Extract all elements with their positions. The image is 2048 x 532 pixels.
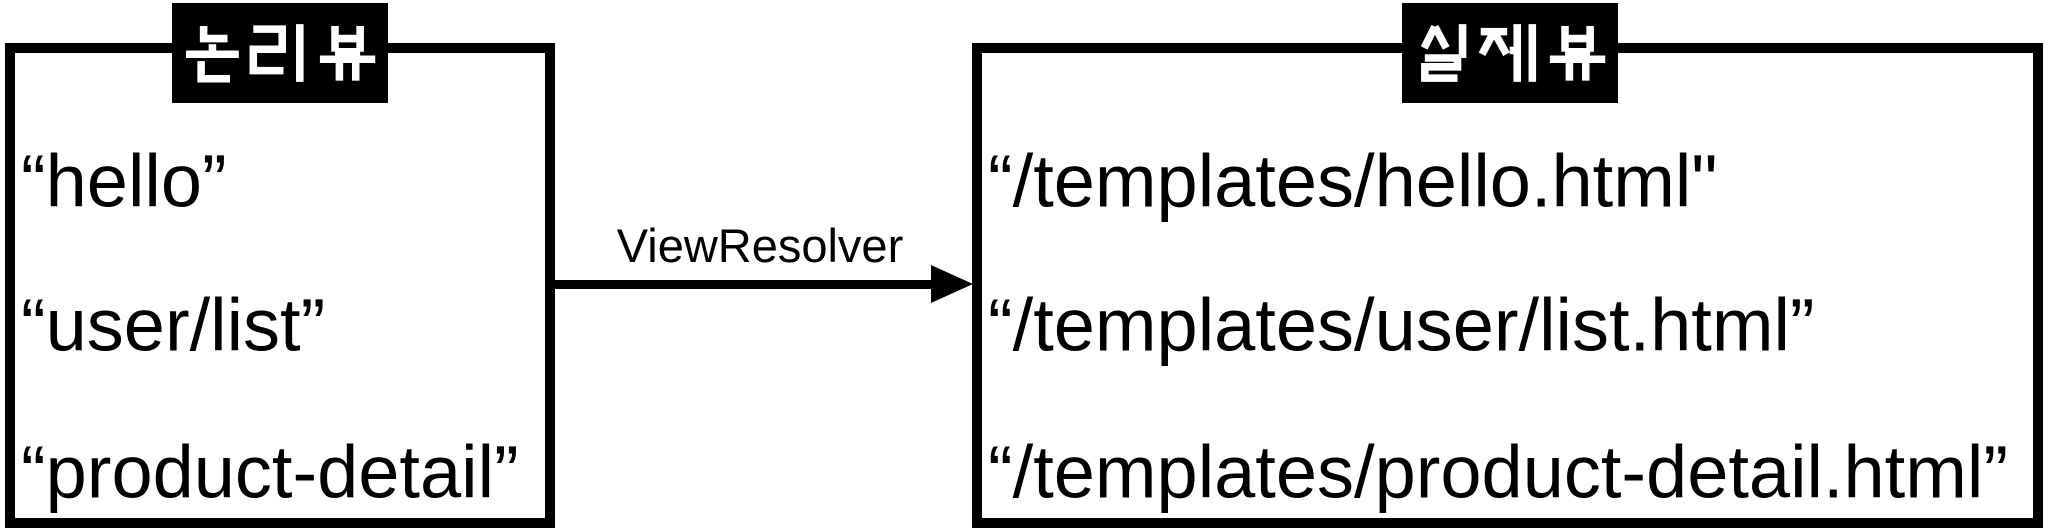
arrow-label: ViewResolver xyxy=(616,219,904,272)
logical-view-box: “hello” “user/list” “product-detail” xyxy=(5,43,555,528)
logical-view-item: “hello” xyxy=(21,139,227,223)
hangul-title-glyphs-icon xyxy=(1420,24,1606,82)
actual-view-item: “/templates/hello.html" xyxy=(988,139,1718,223)
arrow-shaft xyxy=(550,280,933,289)
hangul-title-glyphs-icon xyxy=(186,24,376,83)
logical-view-item: “user/list” xyxy=(21,283,326,367)
arrowhead-icon xyxy=(931,265,973,303)
actual-view-title: 실제 뷰 xyxy=(1402,3,1618,103)
logical-view-item: “product-detail” xyxy=(21,430,519,514)
logical-view-title: 논리 뷰 xyxy=(172,3,388,103)
actual-view-item: “/templates/user/list.html” xyxy=(988,283,1815,367)
actual-view-item: “/templates/product-detail.html” xyxy=(988,430,2008,514)
actual-view-box: “/templates/hello.html" “/templates/user… xyxy=(972,43,2043,528)
